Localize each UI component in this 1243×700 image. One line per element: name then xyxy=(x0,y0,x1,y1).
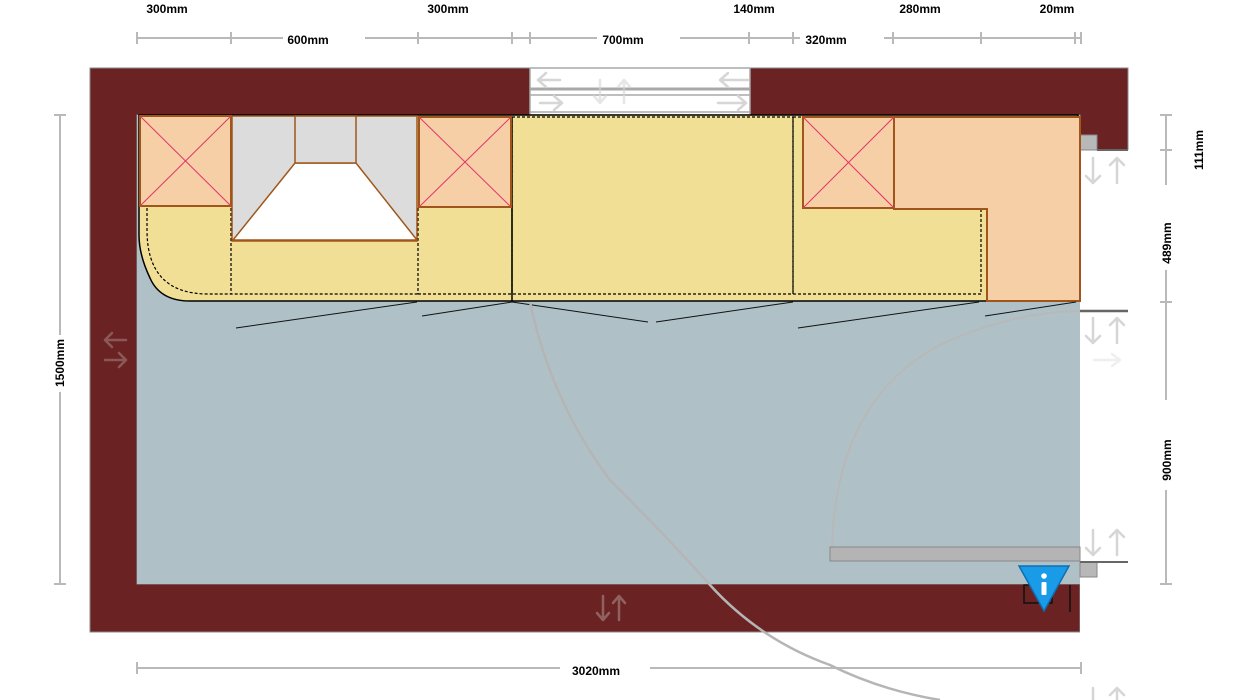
dim-top-300-a: 300mm xyxy=(146,2,187,16)
dim-right-111: 111mm xyxy=(1192,130,1206,170)
dim-top-300-b: 300mm xyxy=(427,2,468,16)
dim-right-489: 489mm xyxy=(1160,222,1174,263)
dim-top-280: 280mm xyxy=(899,2,940,16)
right-opening xyxy=(1080,150,1130,634)
dim-top-20: 20mm xyxy=(1040,2,1075,16)
dim-top-320: 320mm xyxy=(805,33,846,47)
wall-stub-top[interactable] xyxy=(1079,134,1098,151)
cabinet-3[interactable] xyxy=(802,116,895,209)
dim-top-700: 700mm xyxy=(602,33,643,47)
dim-top-140: 140mm xyxy=(733,2,774,16)
door-swing-lines xyxy=(235,301,1077,329)
window[interactable] xyxy=(529,67,751,116)
cabinet-1[interactable] xyxy=(139,115,232,207)
dim-left-1500: 1500mm xyxy=(53,339,67,387)
wall-stub-bottom[interactable] xyxy=(1079,561,1098,578)
guide-curve xyxy=(528,301,941,700)
dimension-labels: 300mm 300mm 140mm 280mm 20mm 600mm 700mm… xyxy=(53,2,1206,678)
dim-top-600: 600mm xyxy=(287,33,328,47)
cabinet-2[interactable] xyxy=(418,116,512,208)
range-hood[interactable] xyxy=(231,115,419,242)
dim-right-900: 900mm xyxy=(1160,439,1174,480)
door[interactable] xyxy=(829,310,1081,562)
dimension-lines xyxy=(54,32,1172,674)
info-marker[interactable] xyxy=(1017,565,1071,613)
dim-bottom-3020: 3020mm xyxy=(572,664,620,678)
door-leaf[interactable] xyxy=(829,546,1081,562)
move-arrows-icon[interactable] xyxy=(103,71,1126,700)
